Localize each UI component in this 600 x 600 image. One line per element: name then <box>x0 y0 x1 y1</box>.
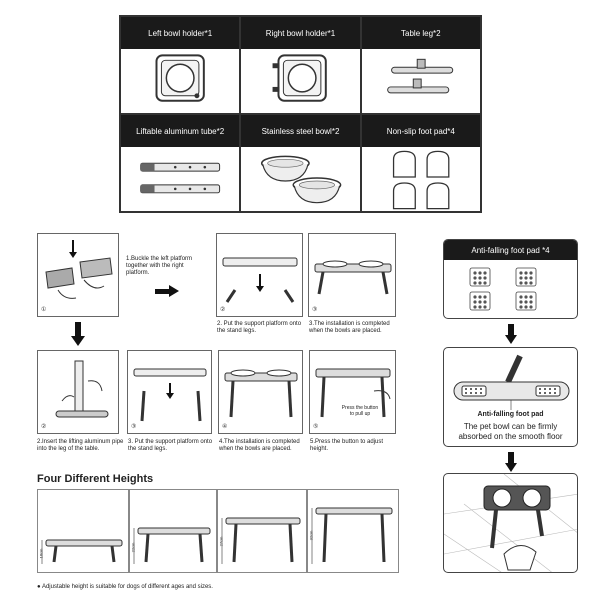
insert-pipe-illustration <box>55 360 109 418</box>
part-label: Non-slip foot pad*4 <box>361 115 480 147</box>
foot-pad-desc-1: The pet bowl can be firmly <box>463 422 558 431</box>
height-3-illustration <box>221 517 301 564</box>
steel-bowl-icon <box>261 155 342 204</box>
height-label: 22cm <box>130 542 136 553</box>
foot-pad-detail-panel: Anti-falling foot pad The pet bowl can b… <box>443 347 578 447</box>
part-label: Stainless steel bowl*2 <box>241 115 360 147</box>
step-image-1: ① <box>37 233 119 317</box>
table-leg-icon <box>386 58 453 94</box>
step-number: ⑤ <box>313 424 319 430</box>
height-panel-2: 22cm <box>129 489 217 573</box>
platform-onto-legs-illustration <box>133 368 207 422</box>
step-number: ② <box>41 424 47 430</box>
step-2-caption: 2. Put the support platform onto the sta… <box>217 321 302 334</box>
height-1-illustration <box>41 539 123 564</box>
part-cell-steel-bowl: Stainless steel bowl*2 <box>240 114 361 212</box>
step-number: ③ <box>131 424 137 430</box>
step-number: ③ <box>312 307 318 313</box>
step-image-2: ② <box>216 233 303 317</box>
foot-pad-desc-2: absorbed on the smooth floor <box>458 432 563 441</box>
step-b3-caption: 3. Put the support platform onto the sta… <box>128 439 213 452</box>
completed-stand-illustration <box>314 260 392 295</box>
press-button-note: Press the button to pull up <box>341 405 379 417</box>
part-label: Liftable aluminum tube*2 <box>121 115 240 147</box>
height-2-illustration <box>133 527 211 564</box>
part-cell-table-leg: Table leg*2 <box>360 16 481 114</box>
part-cell-foot-pad: Non-slip foot pad*4 <box>360 114 481 212</box>
support-platform-illustration <box>222 257 298 303</box>
down-arrow-icon <box>71 322 85 346</box>
part-cell-left-bowl-holder: Left bowl holder*1 <box>120 16 241 114</box>
right-arrow-icon <box>155 285 179 297</box>
heights-note-text: Adjustable height is suitable for dogs o… <box>41 584 213 590</box>
step-b4-caption: 4.The installation is completed when the… <box>219 439 300 452</box>
height-label: 32cm <box>308 530 314 541</box>
height-label: 27cm <box>218 536 224 547</box>
part-cell-right-bowl-holder: Right bowl holder*1 <box>240 16 361 114</box>
buckle-platform-illustration <box>45 240 113 299</box>
step-b5-caption: 5.Press the button to adjust height. <box>310 439 384 452</box>
left-bowl-holder-icon <box>155 54 205 102</box>
height-label: 16cm <box>38 548 44 559</box>
down-arrow-icon <box>505 452 517 472</box>
height-4-illustration <box>311 507 393 564</box>
height-panel-1: 16cm <box>37 489 129 573</box>
step-image-b4: ④ <box>218 350 303 434</box>
part-label: Table leg*2 <box>361 17 480 49</box>
part-cell-aluminum-tube: Liftable aluminum tube*2 <box>120 114 241 212</box>
height-panel-4: 32cm <box>307 489 399 573</box>
step-image-b3: ③ <box>127 350 212 434</box>
foot-pad-grid-icon <box>469 267 537 311</box>
heights-note: ● Adjustable height is suitable for dogs… <box>37 584 213 590</box>
step-1-caption: 1.Buckle the left platform together with… <box>126 256 193 276</box>
part-label: Left bowl holder*1 <box>121 17 240 49</box>
floor-placement-panel <box>443 473 578 573</box>
parts-grid: Left bowl holder*1 Right bowl holder*1 T… <box>119 15 482 213</box>
anti-falling-pad-panel: Anti-falling foot pad *4 <box>443 239 578 319</box>
floor-placement-illustration <box>444 474 577 572</box>
step-number: ② <box>220 307 226 313</box>
foot-pad-label: Anti-falling foot pad <box>477 411 544 418</box>
step-number: ① <box>41 307 47 313</box>
heights-title: Four Different Heights <box>37 473 154 485</box>
press-button-illustration <box>315 368 391 418</box>
anti-falling-header: Anti-falling foot pad *4 <box>444 240 577 260</box>
foot-pad-detail-illustration <box>453 354 570 410</box>
step-image-b5: Press the button to pull up ⑤ <box>309 350 396 434</box>
height-panel-3: 27cm <box>217 489 307 573</box>
step-image-b2: ② <box>37 350 119 434</box>
right-bowl-holder-icon <box>272 54 328 102</box>
part-label: Right bowl holder*1 <box>241 17 360 49</box>
step-image-3: ③ <box>308 233 396 317</box>
step-number: ④ <box>222 424 228 430</box>
step-b2-caption: 2.Insert the lifting aluminum pipe into … <box>37 439 124 452</box>
step-3-caption: 3.The installation is completed when the… <box>309 321 390 334</box>
foot-pad-icon <box>392 150 450 210</box>
aluminum-tube-icon <box>140 162 221 194</box>
tall-stand-illustration <box>224 369 298 418</box>
down-arrow-icon <box>505 324 517 344</box>
